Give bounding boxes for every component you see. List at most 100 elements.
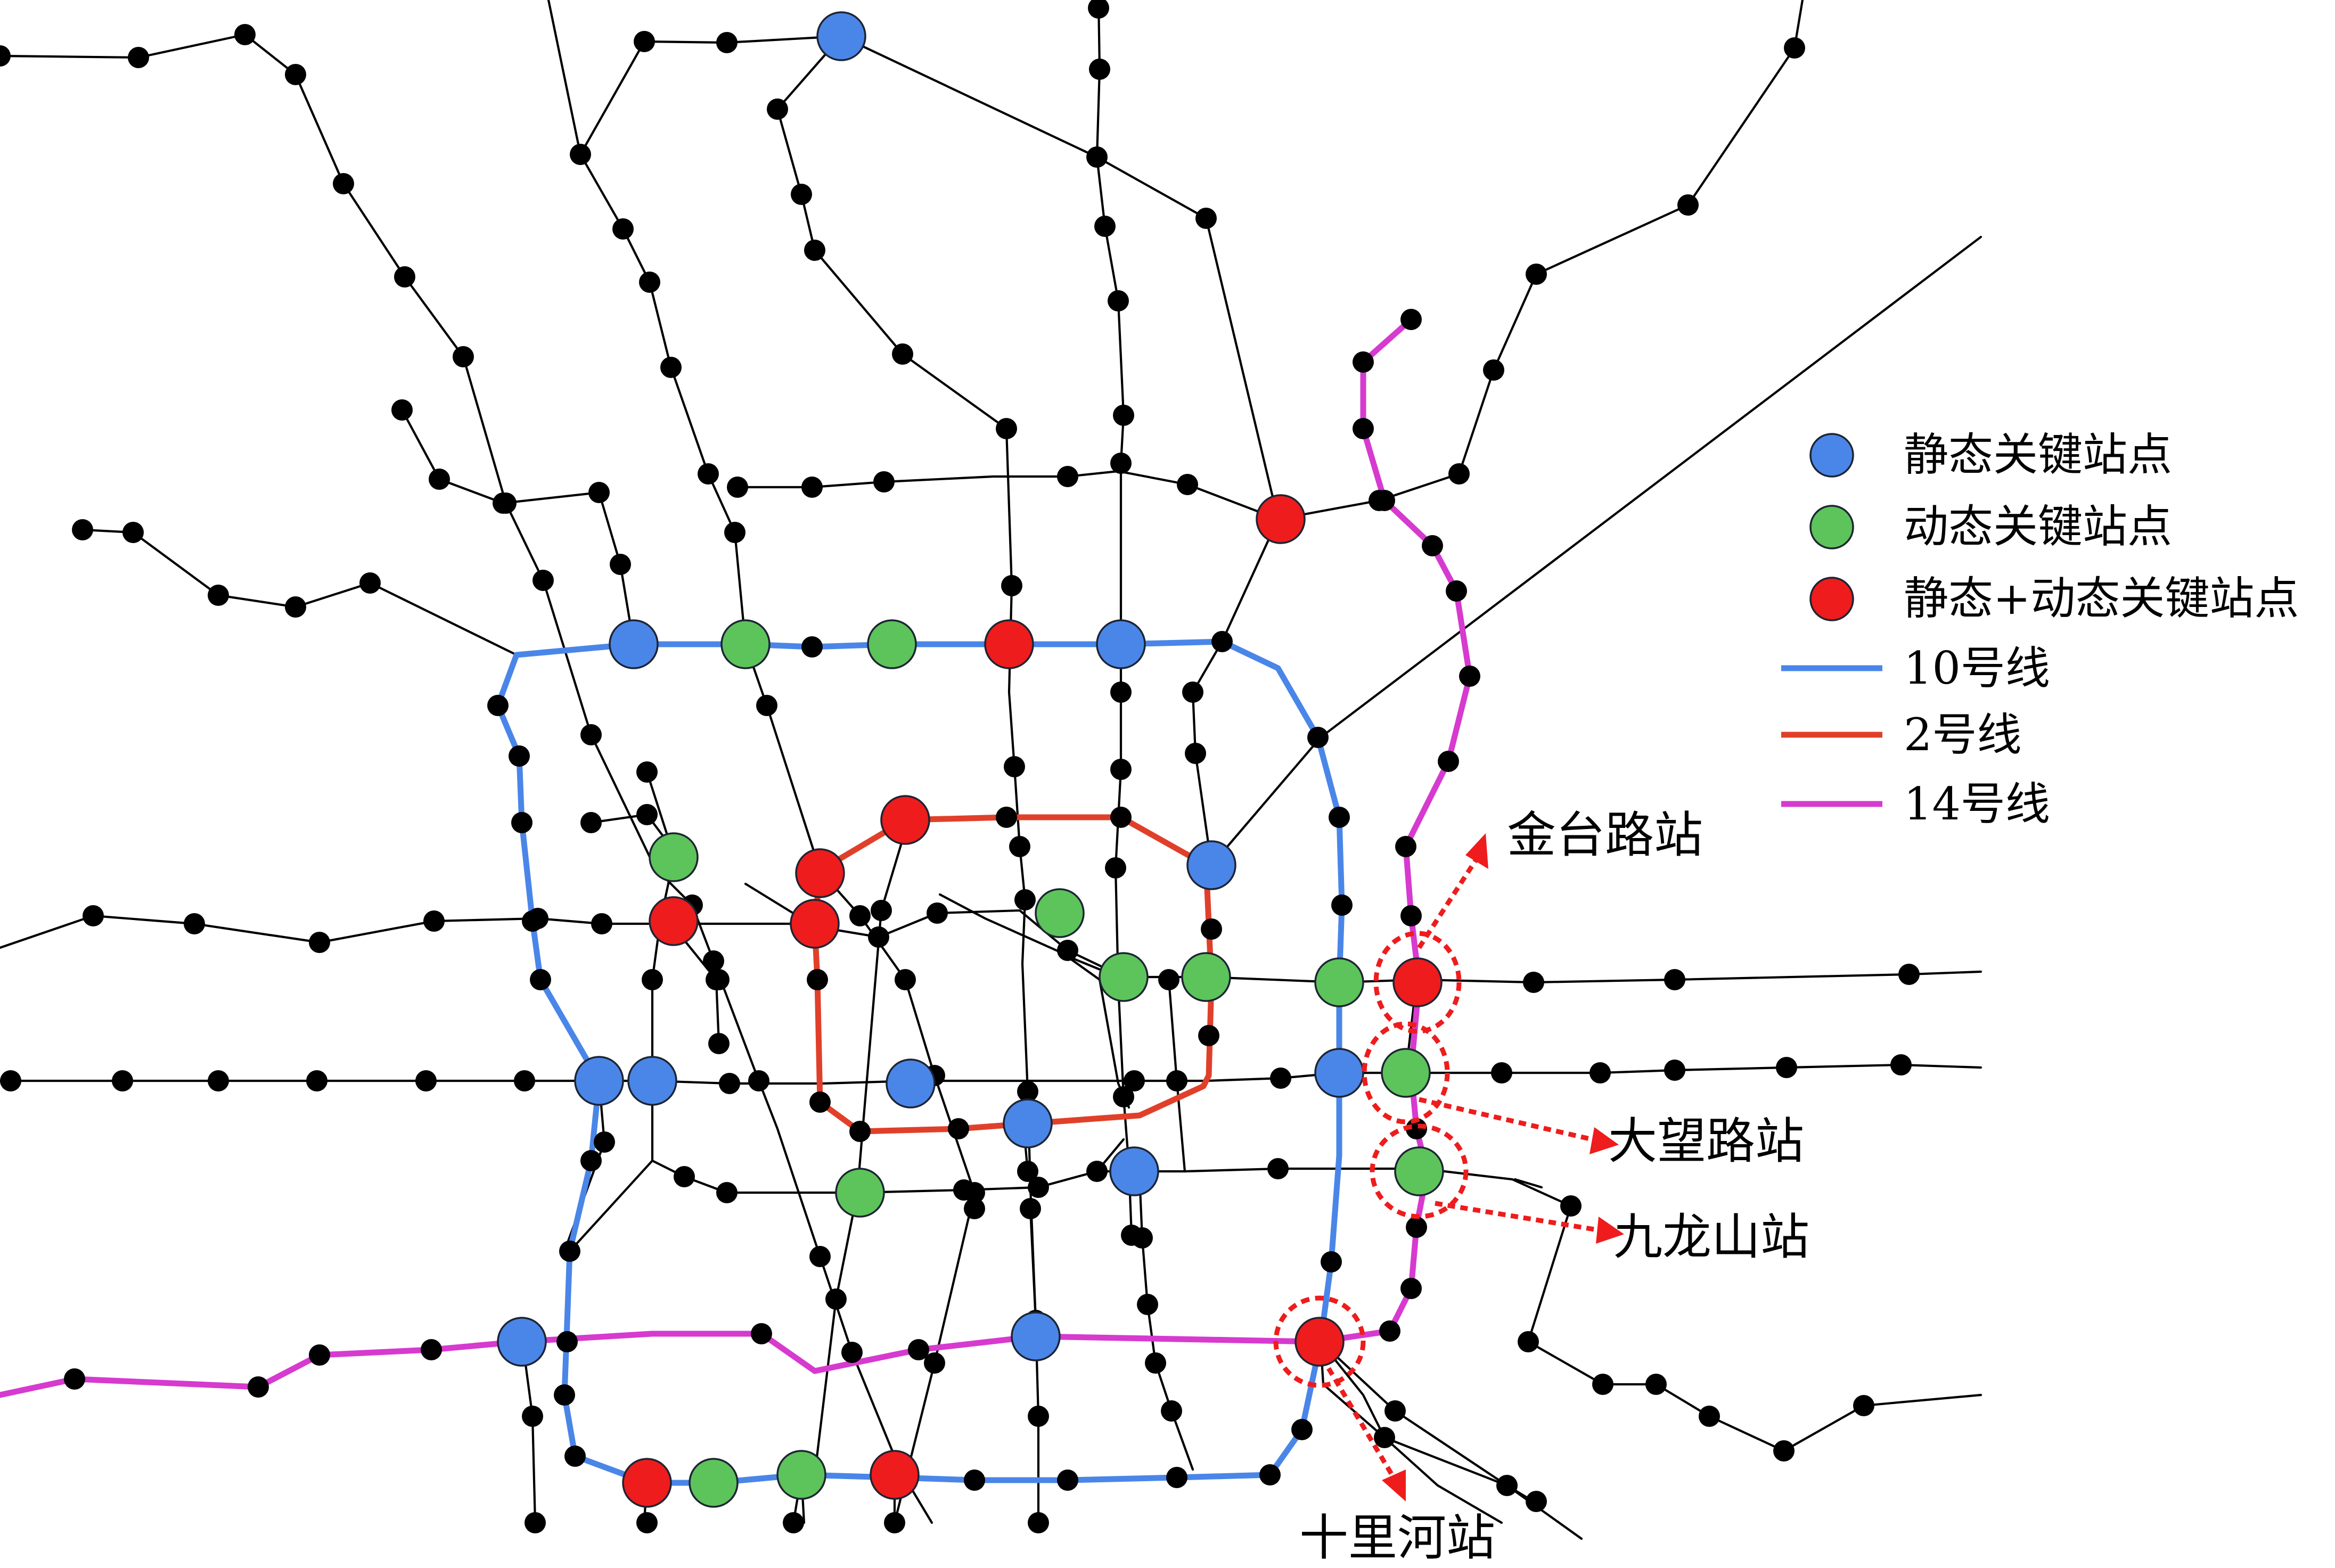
static-dynamic-key-station (649, 896, 699, 946)
dynamic-key-station (1394, 1146, 1444, 1196)
station-dot (1201, 918, 1222, 940)
station-dot (719, 1073, 740, 1094)
dynamic-key-station (835, 1168, 885, 1218)
station-dot (1057, 466, 1078, 487)
metro-line (1513, 1178, 1543, 1189)
legend-dynamic-label: 动态关键站点 (1904, 500, 2172, 553)
station-dot (1057, 940, 1078, 961)
static-dynamic-key-station (1392, 957, 1443, 1007)
station-dot (1028, 1177, 1049, 1198)
station-dot (698, 463, 719, 485)
station-dot (908, 1339, 929, 1360)
station-dot (1004, 756, 1025, 777)
station-dot (1518, 1331, 1539, 1352)
station-dot (927, 902, 948, 924)
station-dot (588, 482, 610, 503)
station-dot (394, 266, 415, 288)
station-dot (801, 636, 823, 658)
station-dot (591, 913, 612, 934)
station-dot (1259, 1464, 1281, 1485)
station-dot (128, 47, 149, 68)
station-dot (1446, 580, 1467, 602)
jiulongshan-label: 九龙山站 (1613, 1209, 1809, 1266)
station-dot (783, 1512, 804, 1533)
station-dot (1496, 1475, 1518, 1496)
dynamic-key-station (1314, 957, 1364, 1007)
metro-line (736, 0, 1804, 521)
jintailu-halo (1373, 931, 1462, 1034)
station-dot (964, 1470, 985, 1491)
station-dot (1166, 1467, 1187, 1488)
station-dot (522, 1406, 543, 1427)
station-dot (1132, 1227, 1153, 1249)
station-dot (1374, 490, 1395, 511)
dynamic-key-station (649, 832, 699, 882)
station-dot (208, 585, 229, 606)
station-dot (556, 1331, 578, 1352)
station-dot (487, 695, 509, 716)
station-dot (1113, 405, 1134, 426)
station-dot (1400, 1278, 1422, 1299)
station-dot (1645, 1374, 1667, 1395)
station-dot (716, 1182, 738, 1203)
station-dot (522, 910, 543, 932)
station-dot (0, 1070, 21, 1091)
station-dot (849, 1121, 871, 1142)
station-dot (1113, 1086, 1134, 1107)
station-dot (1590, 1062, 1611, 1083)
station-dot (1017, 1081, 1038, 1102)
static-dynamic-key-station (870, 1450, 920, 1500)
dawanglu-halo (1362, 1021, 1450, 1124)
station-dot (1400, 309, 1422, 330)
metro-line (0, 33, 933, 1524)
station-dot (453, 346, 474, 367)
station-dot (1853, 1395, 1874, 1416)
station-dot (807, 969, 828, 990)
station-dot (895, 969, 916, 990)
static-dynamic-key-station (622, 1458, 672, 1508)
station-dot (1400, 905, 1422, 926)
station-dot (1491, 1062, 1512, 1083)
metro-line (1138, 1175, 1194, 1471)
station-dot (1560, 1195, 1582, 1217)
station-dot (1664, 969, 1685, 990)
dynamic-key-station (720, 619, 771, 669)
station-dot (1088, 0, 1109, 19)
station-dot (1182, 682, 1203, 703)
station-dot (423, 910, 445, 932)
station-dot (1699, 1406, 1720, 1427)
legend: 静态关键站点 动态关键站点 静态+动态关键站点 10号线 2号线 14号线 (1781, 429, 2299, 830)
static-key-station (1109, 1146, 1159, 1196)
metro-line (81, 528, 518, 656)
dynamic-key-station (1381, 1048, 1431, 1098)
station-dot (1110, 682, 1132, 703)
station-dot (234, 24, 256, 45)
station-dot (570, 144, 591, 165)
station-dot (184, 913, 205, 934)
jintailu-label: 金台路站 (1507, 807, 1703, 864)
shilihe-label: 十里河站 (1299, 1509, 1495, 1566)
station-dot (1211, 631, 1233, 652)
station-dot (708, 1033, 730, 1054)
metro-line (840, 35, 1280, 521)
station-dot (1526, 1491, 1547, 1512)
station-dot (1291, 1419, 1313, 1440)
station-dot (1145, 1352, 1166, 1374)
station-dot (1028, 1512, 1049, 1533)
station-dot (660, 357, 682, 378)
dynamic-key-station (689, 1458, 739, 1508)
station-dot (610, 554, 631, 575)
static-key-station (1096, 619, 1146, 669)
legend-both-marker (1809, 577, 1854, 621)
station-dot (333, 173, 354, 194)
station-dot (580, 812, 602, 833)
station-dot (285, 596, 306, 618)
station-dot (1086, 146, 1108, 168)
metro-line (1191, 518, 1280, 867)
station-dot (1395, 836, 1416, 857)
metro-line (1029, 1207, 1037, 1322)
station-dot (391, 399, 413, 421)
station-dot (1459, 666, 1480, 687)
legend-both-label: 静态+动态关键站点 (1904, 572, 2299, 625)
